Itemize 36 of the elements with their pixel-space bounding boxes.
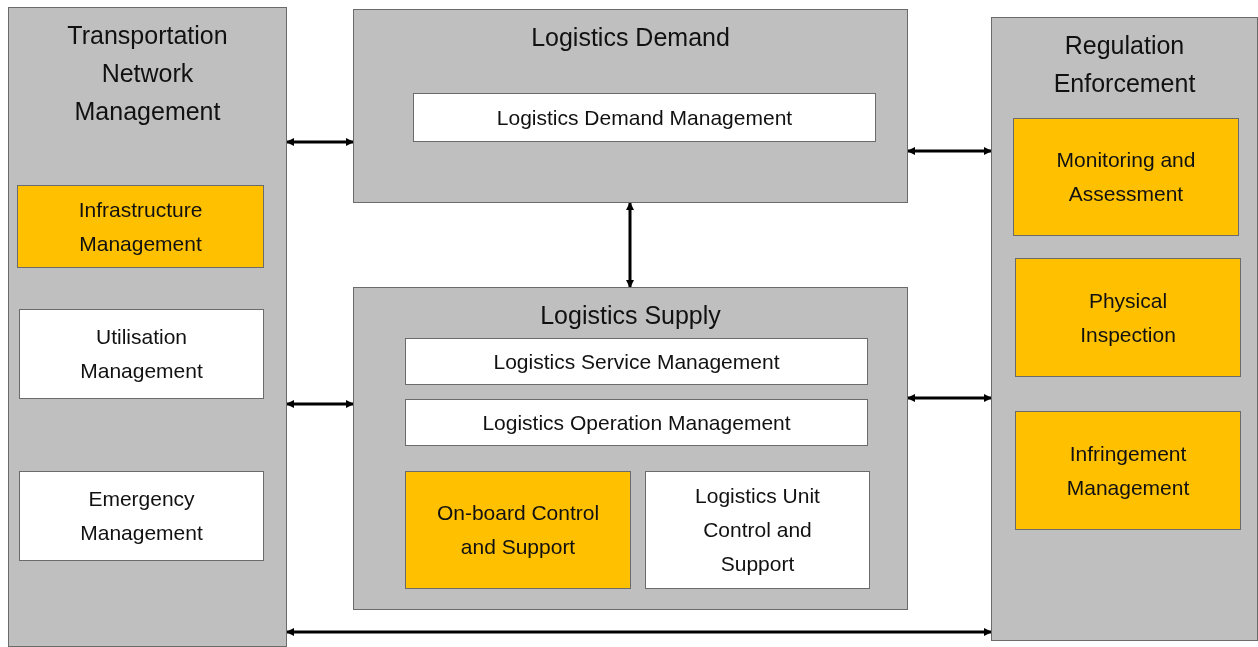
double-arrow (286, 138, 354, 146)
group-panel (353, 287, 908, 610)
box-label: Emergency Management (79, 486, 204, 546)
function-box (1013, 118, 1239, 236)
function-box (405, 399, 868, 446)
group-panel (991, 17, 1258, 641)
group-panel (8, 7, 287, 647)
function-box (19, 309, 264, 399)
panel-title: Regulation Enforcement (1052, 30, 1197, 99)
box-label: Physical Inspection (1079, 287, 1177, 348)
box-label: Utilisation Management (79, 324, 204, 384)
double-arrow (907, 147, 992, 155)
function-box (1015, 411, 1241, 530)
double-arrow (286, 628, 992, 636)
box-label: Infringement Management (1065, 440, 1191, 501)
function-box (405, 471, 631, 589)
box-label: On-board Control and Support (435, 500, 601, 560)
box-label: Logistics Unit Control and Support (694, 483, 821, 577)
function-box (19, 471, 264, 561)
group-panel (353, 9, 908, 203)
box-label: Logistics Operation Management (482, 409, 791, 436)
box-label: Logistics Service Management (493, 348, 780, 375)
box-label: Monitoring and Assessment (1055, 147, 1197, 207)
double-arrow (286, 400, 354, 408)
function-box (645, 471, 870, 589)
panel-title: Logistics Supply (539, 300, 722, 331)
panel-title: Logistics Demand (530, 22, 731, 53)
double-arrow (907, 394, 992, 402)
double-arrow (626, 202, 634, 288)
panel-title: Transportation Network Management (66, 20, 229, 127)
function-box (413, 93, 876, 142)
function-box (17, 185, 264, 268)
box-label: Infrastructure Management (77, 196, 204, 257)
function-box (1015, 258, 1241, 377)
function-box (405, 338, 868, 385)
box-label: Logistics Demand Management (496, 104, 793, 131)
